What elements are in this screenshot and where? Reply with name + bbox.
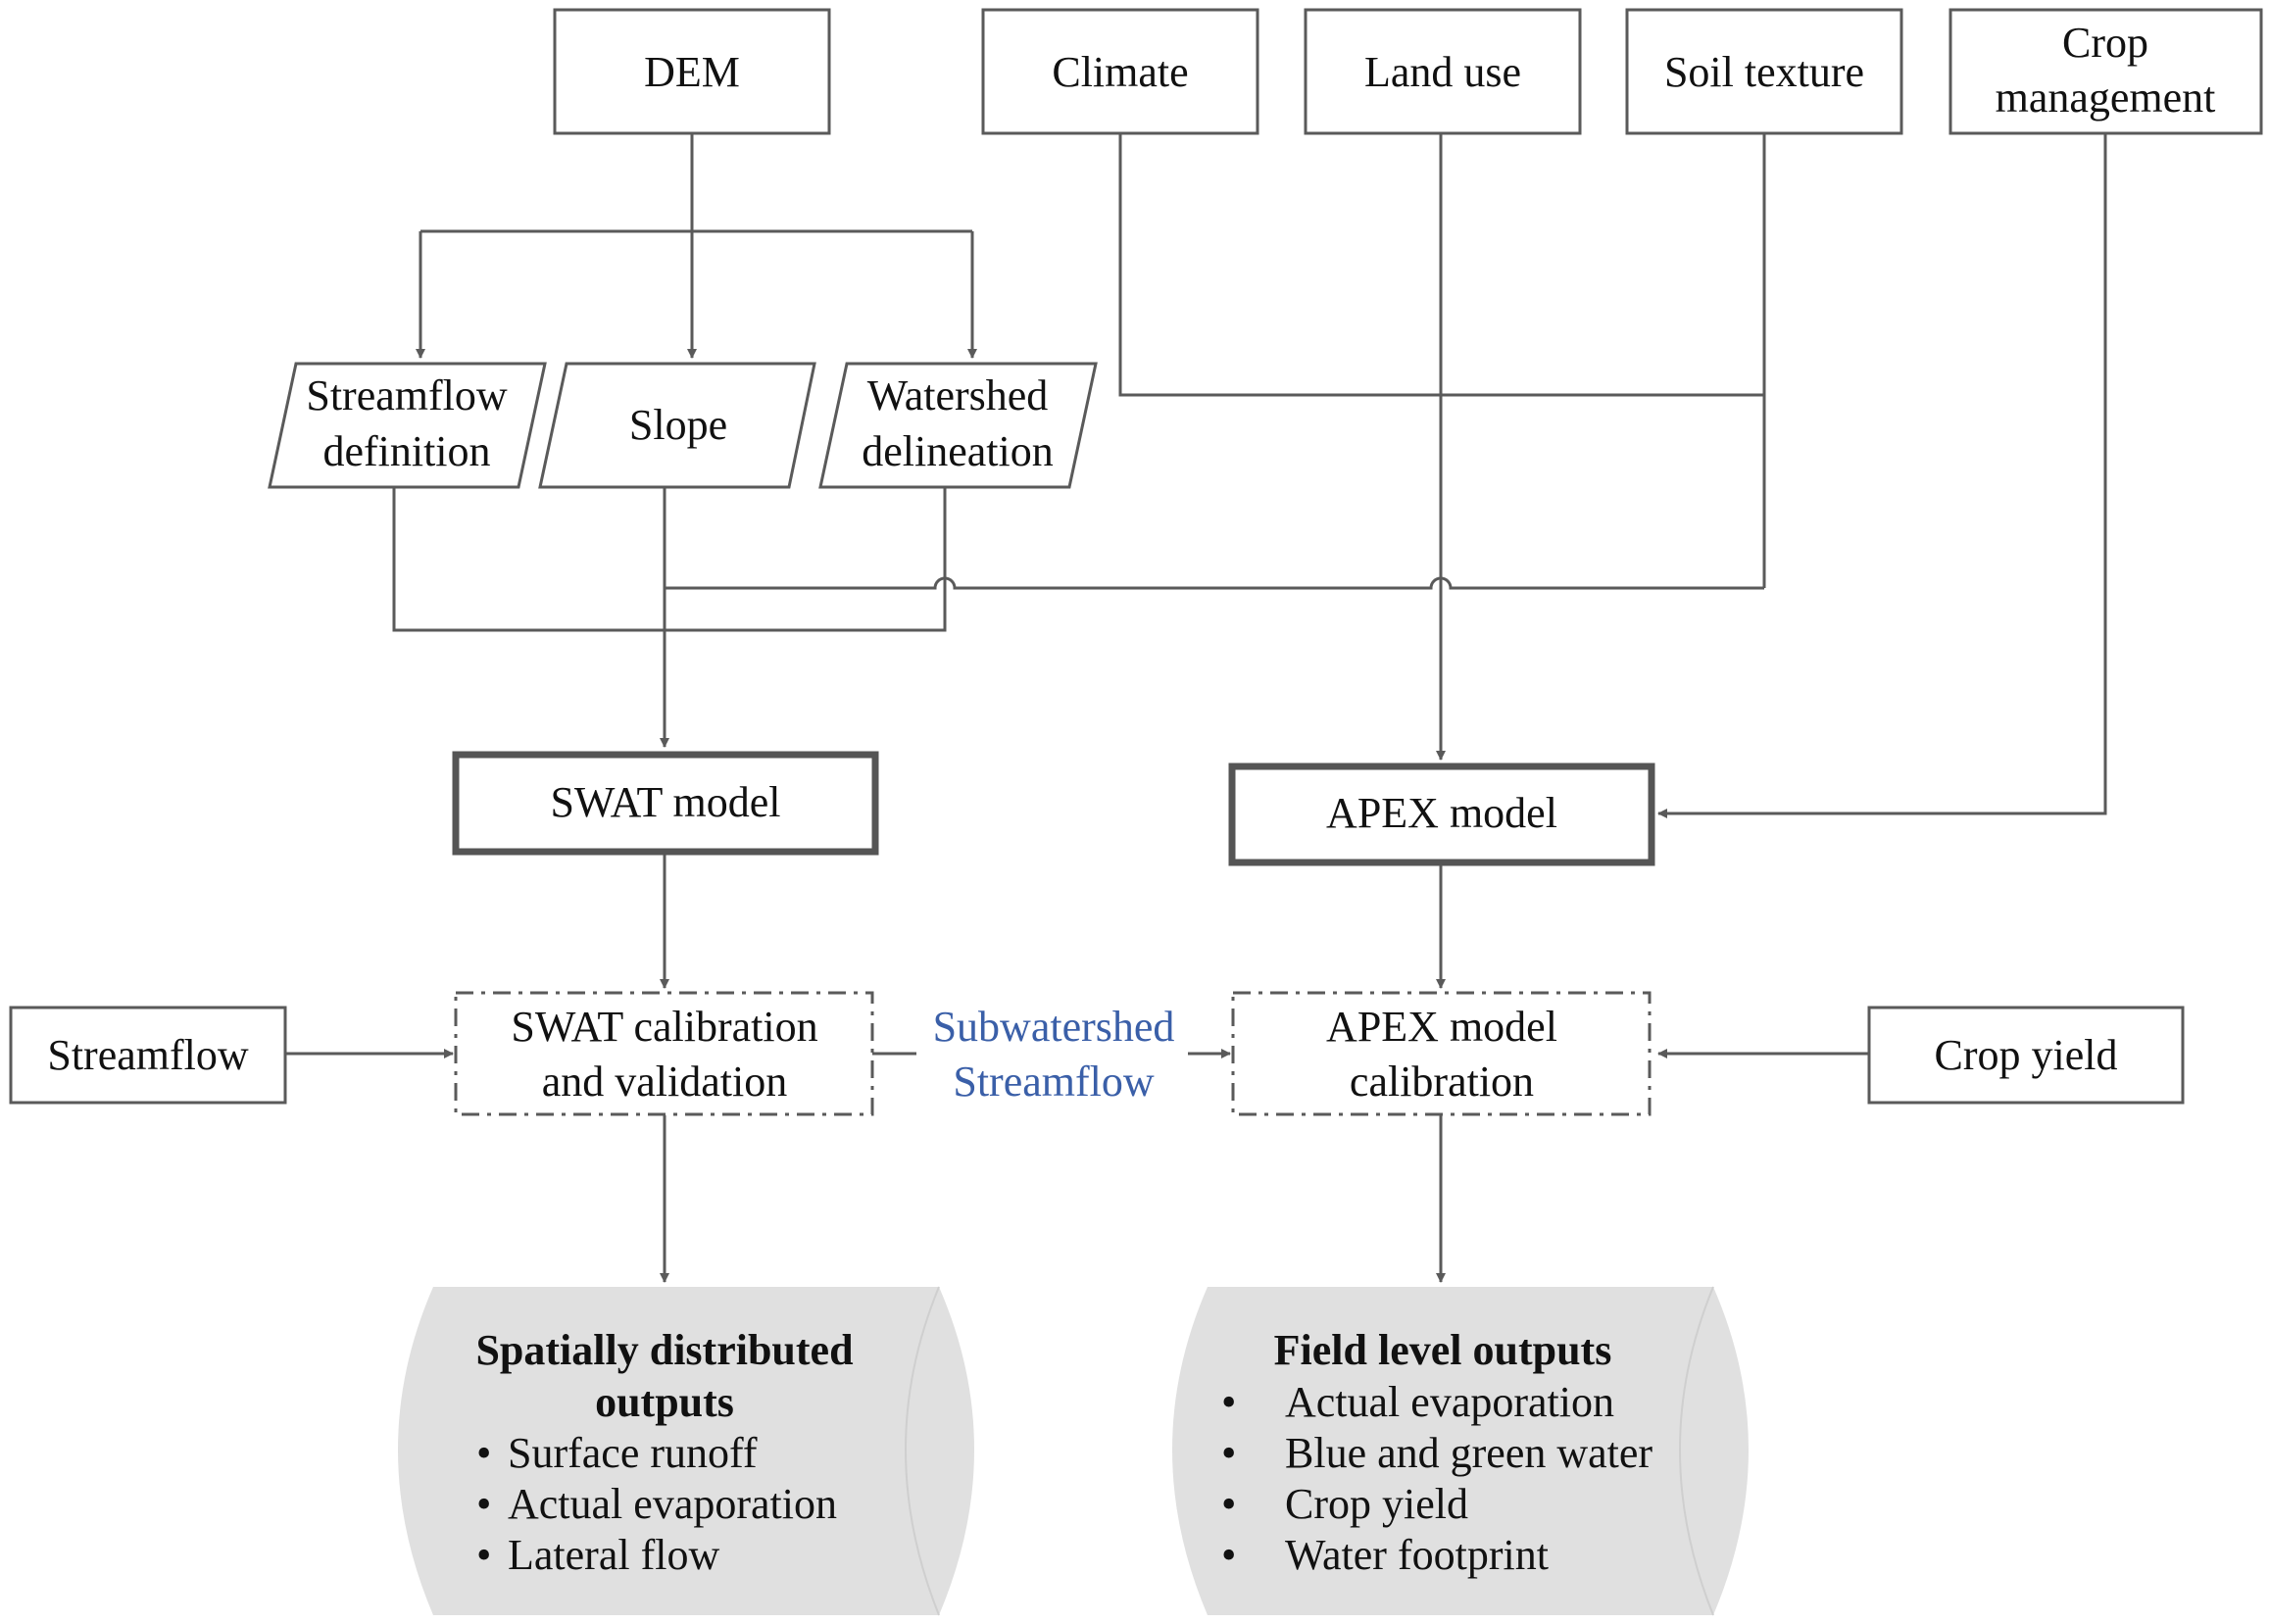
apex-calibration-line2: calibration [1350,1058,1534,1106]
slope-label: Slope [629,401,727,449]
soil-texture-box: Soil texture [1625,8,1903,135]
streamflow-definition-line1: Streamflow [306,371,508,419]
watershed-delineation-shape: Watershed delineation [818,362,1098,489]
slope-shape: Slope [538,362,816,489]
subwatershed-label-line1: Subwatershed [933,1003,1175,1051]
apex-output-item: Blue and green water [1285,1429,1652,1477]
apex-calibration-line1: APEX model [1326,1003,1557,1051]
watershed-delineation-line1: Watershed [867,371,1049,419]
apex-output-item: Water footprint [1285,1531,1549,1579]
crop-management-box: Crop management [1948,8,2263,135]
swat-outputs-title-line2: outputs [595,1378,734,1426]
climate-label: Climate [1052,48,1188,96]
swat-output-item: Lateral flow [508,1531,719,1579]
apex-output-bullet: • [1221,1378,1236,1426]
apex-output-item: Crop yield [1285,1480,1468,1528]
apex-output-item: Actual evaporation [1285,1378,1614,1426]
swat-calibration-line2: and validation [542,1058,788,1106]
derived-collector-line [392,487,947,632]
land-use-label: Land use [1364,48,1521,96]
dem-label: DEM [644,48,740,96]
watershed-delineation-line2: delineation [862,427,1054,475]
crop-yield-obs-box: Crop yield [1867,1006,2185,1105]
apex-output-bullet: • [1221,1480,1236,1528]
land-use-box: Land use [1304,8,1582,135]
swat-model-label: SWAT model [550,778,780,826]
swat-calibration-line1: SWAT calibration [511,1003,817,1051]
streamflow-obs-box: Streamflow [9,1006,287,1105]
crop-yield-obs-label: Crop yield [1935,1031,2118,1079]
crop-management-label-line2: management [1996,74,2216,122]
apex-calibration-box: APEX model calibration [1231,991,1652,1116]
swat-output-bullet: • [476,1531,491,1579]
apex-output-bullet: • [1221,1429,1236,1477]
swat-outputs-shape: Spatially distributed outputs • Surface … [398,1286,974,1616]
crop-management-label-line1: Crop [2062,19,2148,67]
apex-output-bullet: • [1221,1531,1236,1579]
streamflow-definition-shape: Streamflow definition [268,362,547,489]
swat-output-item: Actual evaporation [508,1480,837,1528]
apex-model-box: APEX model [1228,763,1655,866]
swat-output-item: Surface runoff [508,1429,758,1477]
swat-output-bullet: • [476,1480,491,1528]
subwatershed-streamflow-label: Subwatershed Streamflow [933,1003,1175,1106]
swat-model-box: SWAT model [452,751,879,856]
streamflow-definition-line2: definition [322,427,490,475]
apex-model-label: APEX model [1326,789,1557,837]
climate-line [1118,134,1764,397]
streamflow-obs-label: Streamflow [47,1031,249,1079]
dem-box: DEM [553,8,831,135]
swat-calibration-box: SWAT calibration and validation [454,991,874,1116]
subwatershed-label-line2: Streamflow [953,1058,1155,1106]
swat-output-bullet: • [476,1429,491,1477]
connectors [284,134,2107,1283]
apex-outputs-title: Field level outputs [1274,1326,1612,1374]
swat-outputs-title-line1: Spatially distributed [475,1326,853,1374]
apex-outputs-shape: Field level outputs • Actual evaporation… [1172,1286,1749,1616]
climate-box: Climate [981,8,1259,135]
soil-texture-label: Soil texture [1664,48,1864,96]
arrow-cropmanagement-apex [1657,134,2107,818]
soil-climate-to-swat-line [665,576,1764,590]
